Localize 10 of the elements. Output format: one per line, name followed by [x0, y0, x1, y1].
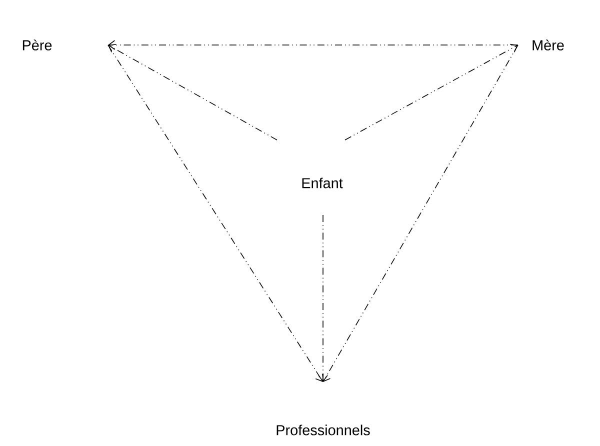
arrow: [344, 44, 518, 140]
arrow: [322, 44, 518, 382]
arrow: [108, 40, 518, 50]
arrow: [318, 214, 328, 382]
node-label: Père: [22, 40, 52, 50]
node-label: Mère: [532, 40, 564, 50]
arrow: [108, 44, 324, 382]
arrow: [108, 44, 278, 140]
node-label: Enfant: [302, 178, 343, 188]
node-label: Professionnels: [276, 424, 370, 436]
